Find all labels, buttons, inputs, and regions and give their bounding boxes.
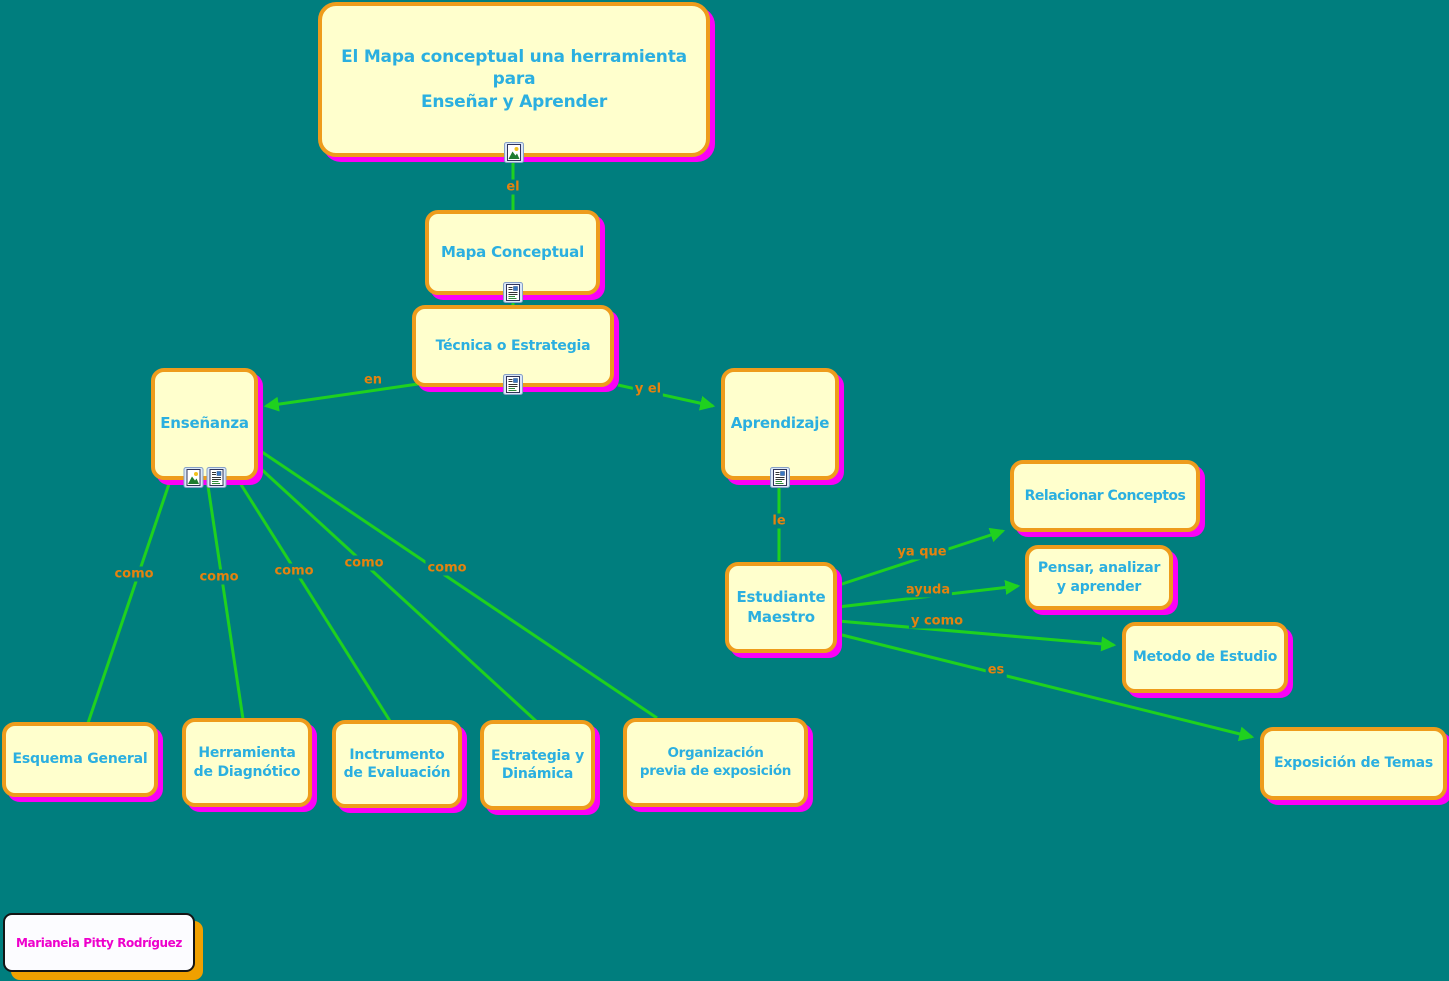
link-line-estudiante-to-exposicion[interactable]	[837, 632, 1255, 742]
node-label-esquema-general: Esquema General	[12, 751, 148, 768]
author-name: Marianela Pitty Rodríguez	[16, 935, 182, 950]
link-line-ensenanza-to-herramienta[interactable]	[206, 485, 245, 720]
node-label-metodo-estudio: Metodo de Estudio	[1132, 649, 1278, 666]
link-label-como-4[interactable]: como	[342, 555, 386, 571]
node-label-relacionar-conceptos: Relacionar Conceptos	[1024, 487, 1186, 504]
concept-node-exposicion-temas[interactable]: Exposición de Temas	[1260, 727, 1447, 800]
concept-node-ensenanza[interactable]: Enseñanza	[151, 368, 258, 488]
author-annotation-box[interactable]: Marianela Pitty Rodríguez	[3, 913, 195, 972]
node-label-mapa-conceptual: Mapa Conceptual	[440, 242, 585, 261]
link-line-ensenanza-to-esquema[interactable]	[86, 480, 172, 724]
node-label-exposicion-temas: Exposición de Temas	[1273, 755, 1434, 772]
concept-node-mapa-conceptual[interactable]: Mapa Conceptual	[425, 210, 600, 303]
node-label-estudiante-maestro: Estudiante Maestro	[736, 587, 826, 626]
concept-node-inctrumento-evaluacion[interactable]: Inctrumento de Evaluación	[332, 720, 462, 808]
document-icon[interactable]	[503, 374, 523, 395]
link-line-estudiante-to-metodo[interactable]	[837, 619, 1117, 652]
link-label-y-como[interactable]: y como	[908, 613, 966, 629]
concept-node-organizacion-previa[interactable]: Organización previa de exposición	[623, 718, 808, 807]
node-label-title: El Mapa conceptual una herramienta para …	[341, 46, 687, 112]
node-label-herramienta-diagnostico: Herramienta de Diagnótico	[193, 745, 301, 780]
link-label-como-3[interactable]: como	[272, 563, 316, 579]
link-label-ayuda[interactable]: ayuda	[903, 582, 953, 598]
concept-node-herramienta-diagnostico[interactable]: Herramienta de Diagnótico	[182, 718, 312, 807]
document-icon[interactable]	[770, 467, 790, 488]
concept-node-aprendizaje[interactable]: Aprendizaje	[721, 368, 839, 488]
link-label-ya-que[interactable]: ya que	[895, 544, 949, 560]
node-label-pensar-analizar: Pensar, analizar y aprender	[1037, 560, 1161, 595]
node-label-aprendizaje: Aprendizaje	[730, 414, 830, 433]
picture-icon[interactable]	[504, 142, 524, 163]
link-line-ensenanza-to-organizacion[interactable]	[261, 450, 658, 720]
picture-icon[interactable]	[183, 467, 203, 488]
link-label-le[interactable]: le	[770, 513, 788, 529]
link-label-es[interactable]: es	[985, 662, 1007, 678]
concept-node-pensar-analizar[interactable]: Pensar, analizar y aprender	[1025, 545, 1173, 610]
concept-node-relacionar-conceptos[interactable]: Relacionar Conceptos	[1010, 460, 1200, 532]
node-label-tecnica-estrategia: Técnica o Estrategia	[435, 337, 591, 354]
link-label-en[interactable]: en	[361, 372, 385, 388]
link-label-como-2[interactable]: como	[197, 569, 241, 585]
link-line-ensenanza-to-inctrumento[interactable]	[238, 482, 392, 722]
concept-node-metodo-estudio[interactable]: Metodo de Estudio	[1122, 622, 1288, 693]
document-icon[interactable]	[206, 467, 226, 488]
node-label-ensenanza: Enseñanza	[160, 414, 249, 433]
link-label-como-1[interactable]: como	[112, 566, 156, 582]
document-icon[interactable]	[502, 282, 523, 303]
node-label-estrategia-dinamica: Estrategia y Dinámica	[491, 747, 584, 782]
concept-node-estrategia-dinamica[interactable]: Estrategia y Dinámica	[480, 720, 595, 810]
node-label-inctrumento-evaluacion: Inctrumento de Evaluación	[343, 746, 451, 781]
concept-node-tecnica-estrategia[interactable]: Técnica o Estrategia	[412, 305, 614, 395]
node-label-organizacion-previa: Organización previa de exposición	[639, 744, 792, 779]
concept-node-esquema-general[interactable]: Esquema General	[2, 722, 158, 797]
link-label-el[interactable]: el	[504, 179, 522, 195]
link-label-y-el[interactable]: y el	[632, 381, 664, 397]
link-line-ensenanza-to-estrategia[interactable]	[258, 466, 538, 723]
concept-node-title[interactable]: El Mapa conceptual una herramienta para …	[318, 2, 710, 163]
link-label-como-5[interactable]: como	[425, 560, 469, 576]
concept-node-estudiante-maestro[interactable]: Estudiante Maestro	[725, 562, 837, 653]
link-line-tecnica-to-ensenanza[interactable]	[263, 382, 419, 412]
